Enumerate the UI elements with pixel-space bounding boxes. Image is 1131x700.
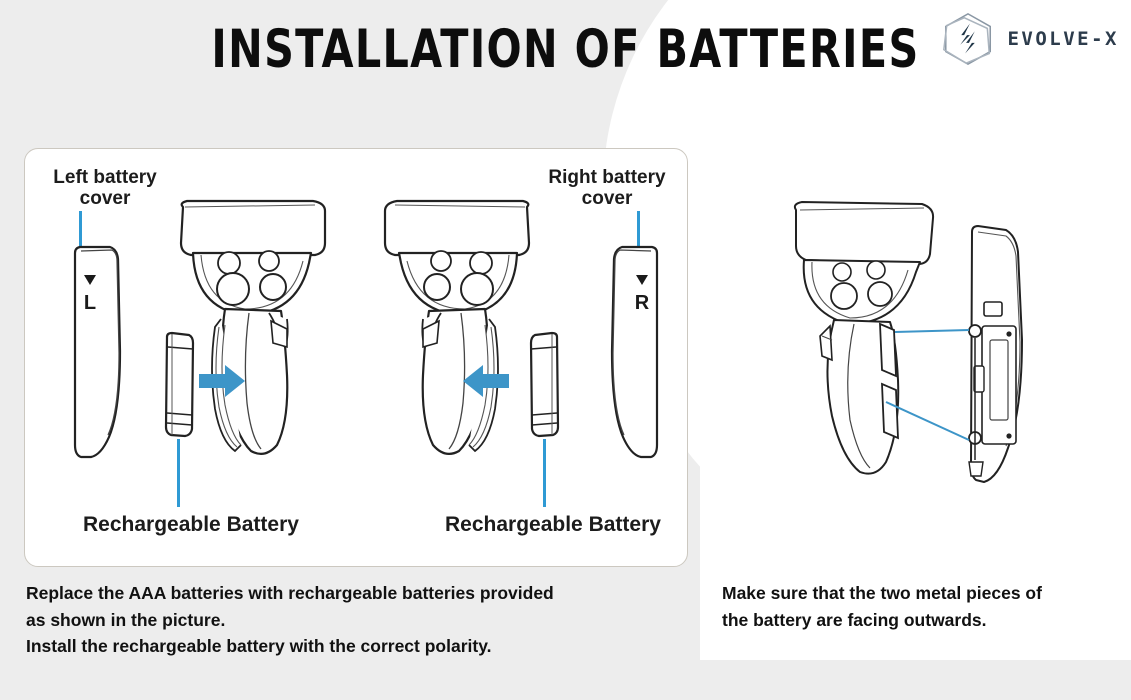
left-rechargeable-battery — [164, 331, 195, 438]
insert-arrow-left — [199, 365, 245, 397]
battery-cover-detail-illustration — [793, 201, 1023, 483]
caption-right-line-1: Make sure that the two metal pieces of — [722, 583, 1042, 603]
right-rechargeable-battery — [529, 331, 560, 438]
right-battery-label: Rechargeable Battery — [445, 513, 661, 536]
background-blob-fill — [700, 230, 1131, 660]
right-controller-illustration — [383, 199, 531, 456]
leader-line-right-cover — [637, 211, 640, 269]
right-battery-cover-illustration: R — [610, 245, 659, 459]
caption-left-line-2: as shown in the picture. — [26, 609, 226, 630]
brand-wordmark: EVOLVE-X — [1007, 28, 1119, 50]
leader-line-right-battery — [543, 439, 546, 507]
callout-line-lower-contact — [885, 401, 970, 441]
left-battery-label: Rechargeable Battery — [83, 513, 299, 536]
right-cover-mark: R — [635, 292, 650, 314]
leader-line-left-cover — [79, 211, 82, 269]
leader-line-left-battery — [177, 439, 180, 507]
caption-right-line-2: the battery are facing outwards. — [722, 609, 987, 630]
brand-logo: EVOLVE-X — [939, 10, 1119, 68]
caption-left-line-3: Install the rechargeable battery with th… — [26, 636, 492, 657]
caption-left-line-1: Replace the AAA batteries with rechargea… — [26, 583, 554, 603]
insert-arrow-right — [463, 365, 509, 397]
right-cover-label: Right battery cover — [548, 167, 666, 210]
hexagon-bolt-icon — [943, 12, 992, 66]
left-cover-mark: L — [84, 292, 96, 314]
left-cover-label: Left battery cover — [53, 167, 157, 210]
caption-right: Make sure that the two metal pieces of t… — [722, 580, 1112, 633]
diagram-card: Left battery cover Right battery cover R… — [24, 148, 688, 567]
caption-left: Replace the AAA batteries with rechargea… — [26, 580, 686, 660]
left-controller-illustration — [179, 199, 327, 456]
page-title: INSTALLATION OF BATTERIES — [211, 18, 920, 81]
callout-line-upper-contact — [894, 329, 970, 333]
left-battery-cover-illustration: L — [73, 245, 122, 459]
